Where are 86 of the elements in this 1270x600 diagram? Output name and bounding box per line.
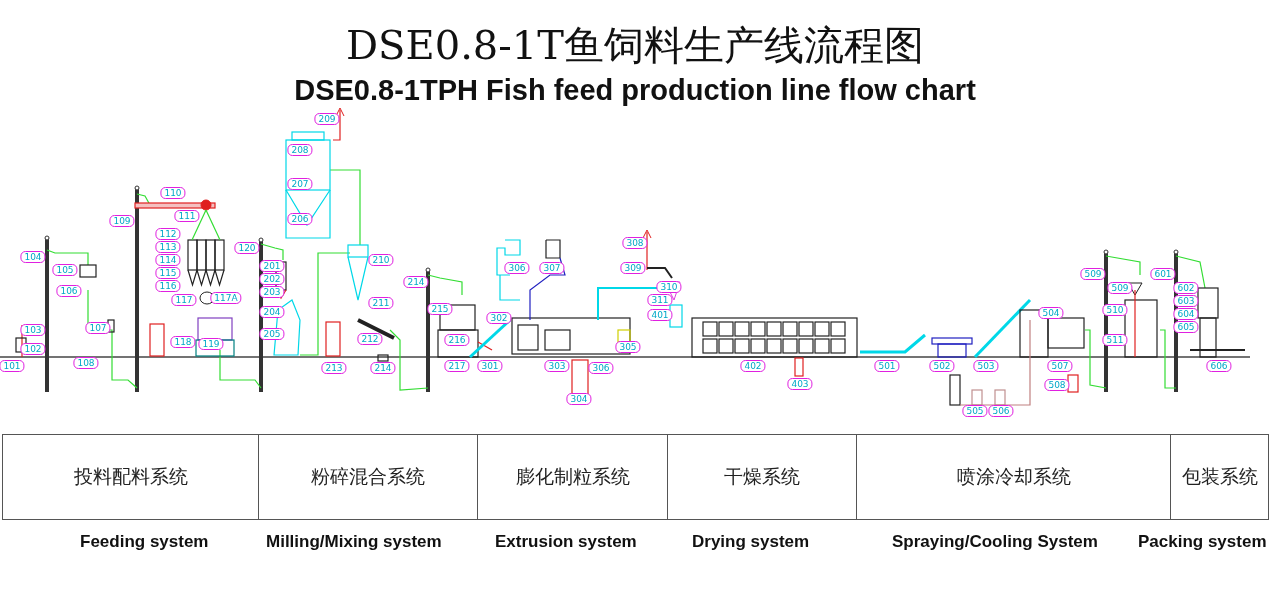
callout-number: 307 <box>539 262 565 274</box>
callout-number: 206 <box>287 213 313 225</box>
section-heading: 包装系统 <box>1181 464 1258 489</box>
section-heading: 投料配料系统 <box>73 464 188 489</box>
subtitle: DSE0.8-1TPH Fish feed production line flow chart <box>294 74 976 106</box>
callout-number: 118 <box>170 336 196 348</box>
callout-number: 604 <box>1173 308 1199 320</box>
callout-number: 509 <box>1080 268 1106 280</box>
callout-number: 606 <box>1206 360 1232 372</box>
callout-number: 501 <box>874 360 900 372</box>
callout-number: 116 <box>155 280 181 292</box>
callout-number: 603 <box>1173 295 1199 307</box>
callout-number: 204 <box>259 306 285 318</box>
callout-number: 117A <box>210 292 242 304</box>
callout-number: 303 <box>544 360 570 372</box>
callout-number: 202 <box>259 273 285 285</box>
callout-number: 401 <box>647 309 673 321</box>
callout-number: 310 <box>656 281 682 293</box>
callout-number: 302 <box>486 312 512 324</box>
callout-number: 120 <box>234 242 260 254</box>
callout-number: 213 <box>321 362 347 374</box>
callout-number: 210 <box>368 254 394 266</box>
section-caption: Feeding system <box>80 532 209 552</box>
callout-number: 111 <box>174 210 200 222</box>
callout-number: 306 <box>588 362 614 374</box>
callout-number: 506 <box>988 405 1014 417</box>
callout-number: 509 <box>1107 282 1133 294</box>
callout-number: 508 <box>1044 379 1070 391</box>
callout-number: 215 <box>427 303 453 315</box>
callout-number: 119 <box>198 338 224 350</box>
callout-number: 601 <box>1150 268 1176 280</box>
callout-number: 504 <box>1038 307 1064 319</box>
callout-number: 212 <box>357 333 383 345</box>
title: DSE0.8-1T鱼饲料生产线流程图 <box>346 22 924 68</box>
callout-number: 505 <box>962 405 988 417</box>
callout-number: 510 <box>1102 304 1128 316</box>
callout-number: 305 <box>615 341 641 353</box>
callout-number: 108 <box>73 357 99 369</box>
callout-number: 511 <box>1102 334 1128 346</box>
callout-number: 306 <box>504 262 530 274</box>
callout-number: 217 <box>444 360 470 372</box>
section-caption: Packing system <box>1138 532 1267 552</box>
callout-number: 114 <box>155 254 181 266</box>
callout-number: 203 <box>259 286 285 298</box>
callout-number: 402 <box>740 360 766 372</box>
callout-number: 214 <box>403 276 429 288</box>
callout-number: 103 <box>20 324 46 336</box>
callout-number: 117 <box>171 294 197 306</box>
callout-number: 208 <box>287 144 313 156</box>
callout-number: 112 <box>155 228 181 240</box>
callout-number: 104 <box>20 251 46 263</box>
callout-number: 105 <box>52 264 78 276</box>
callout-number: 403 <box>787 378 813 390</box>
callout-number: 308 <box>622 237 648 249</box>
callout-number: 101 <box>0 360 25 372</box>
callout-number: 502 <box>929 360 955 372</box>
callout-number: 309 <box>620 262 646 274</box>
callout-number: 113 <box>155 241 181 253</box>
section-caption: Drying system <box>692 532 810 552</box>
section-caption: Spraying/Cooling System <box>892 532 1098 552</box>
callout-number: 503 <box>973 360 999 372</box>
callout-number: 102 <box>20 343 46 355</box>
callout-number: 107 <box>85 322 111 334</box>
callout-number: 207 <box>287 178 313 190</box>
section-heading: 干燥系统 <box>724 464 800 489</box>
callout-number: 507 <box>1047 360 1073 372</box>
callout-number: 304 <box>566 393 592 405</box>
callout-number: 216 <box>444 334 470 346</box>
callout-number: 106 <box>56 285 82 297</box>
callout-number: 214 <box>370 362 396 374</box>
section-caption: Extrusion system <box>495 532 637 552</box>
section-heading: 喷涂冷却系统 <box>956 464 1071 489</box>
callout-number: 209 <box>314 113 340 125</box>
section-caption: Milling/Mixing system <box>266 532 442 552</box>
callout-number: 110 <box>160 187 186 199</box>
callout-number: 109 <box>109 215 135 227</box>
callout-number: 602 <box>1173 282 1199 294</box>
callout-number: 211 <box>368 297 394 309</box>
section-heading: 粉碎混合系统 <box>311 464 425 489</box>
callout-number: 301 <box>477 360 503 372</box>
callout-number: 115 <box>155 267 181 279</box>
callout-number: 311 <box>647 294 673 306</box>
section-heading: 膨化制粒系统 <box>515 464 630 489</box>
callout-number: 201 <box>259 260 285 272</box>
callout-number: 205 <box>259 328 285 340</box>
callout-number: 605 <box>1173 321 1199 333</box>
